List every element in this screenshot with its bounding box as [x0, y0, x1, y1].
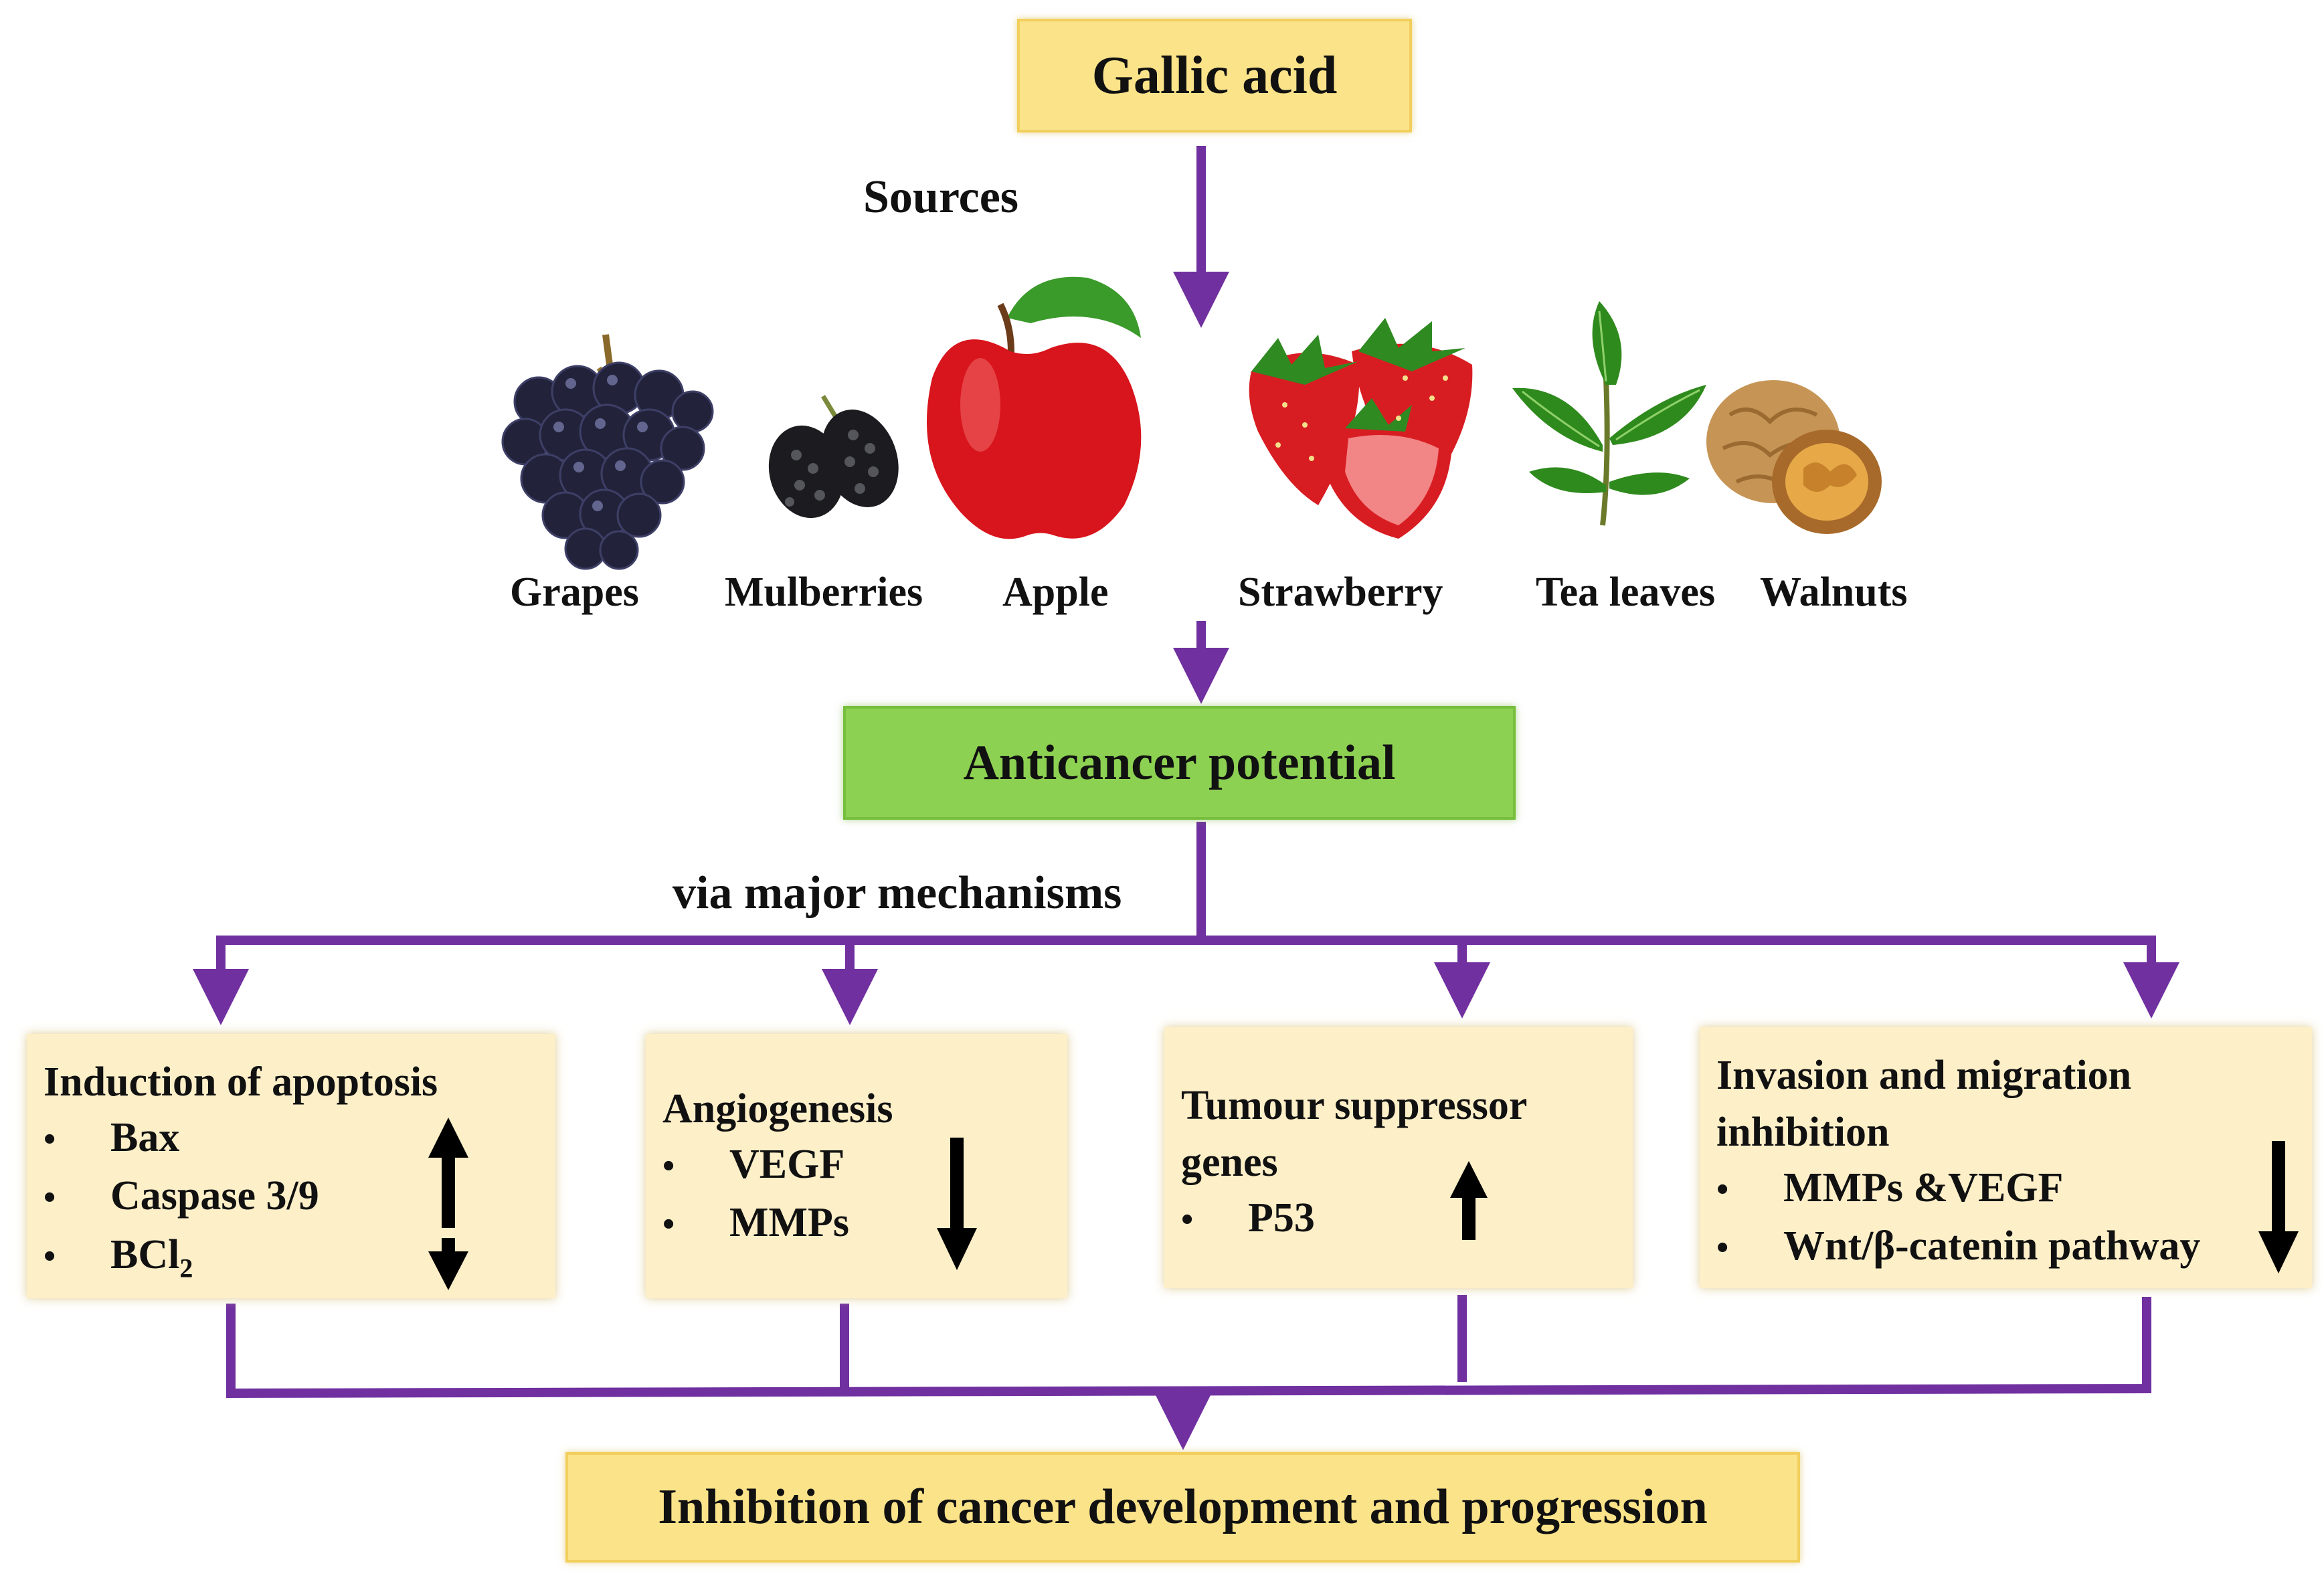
mechanism-angiogenesis-title: Angiogenesis — [662, 1086, 893, 1132]
mechanism-apoptosis-title: Induction of apoptosis — [43, 1059, 438, 1105]
source-label-apple: Apple — [1002, 569, 1109, 615]
mechanism-invasion-box: Invasion and migration inhibition • MMPs… — [1700, 1027, 2312, 1288]
angiogenesis-item-mmps: MMPs — [729, 1200, 850, 1245]
source-label-mulberries: Mulberries — [725, 569, 923, 615]
down-arrow-icon — [2258, 1141, 2299, 1273]
tea-leaves-icon — [1512, 301, 1706, 526]
tumour-item-p53: P53 — [1248, 1195, 1315, 1241]
angiogenesis-item-vegf: VEGF — [729, 1142, 845, 1187]
invasion-item-wnt: Wnt/β-catenin pathway — [1783, 1223, 2201, 1269]
up-down-arrow-icon — [428, 1118, 468, 1290]
bullet-icon: • — [662, 1205, 675, 1243]
mechanism-invasion-title-line2: inhibition — [1716, 1110, 1890, 1155]
source-label-strawberry: Strawberry — [1238, 569, 1443, 615]
up-arrow-icon — [1450, 1161, 1488, 1240]
mulberries-icon — [768, 395, 899, 519]
bullet-icon: • — [1181, 1201, 1194, 1239]
bullet-icon: • — [662, 1147, 675, 1185]
apoptosis-item-bcl2: BCl2 — [110, 1231, 193, 1283]
mechanism-tumour-title-line1: Tumour suppressor — [1181, 1083, 1528, 1128]
down-arrow-icon — [937, 1138, 977, 1270]
result-title: Inhibition of cancer development and pro… — [658, 1480, 1708, 1534]
via-mechanisms-label: via major mechanisms — [673, 867, 1122, 919]
source-label-walnuts: Walnuts — [1760, 569, 1908, 615]
bullet-icon: • — [43, 1178, 56, 1217]
apoptosis-item-caspase: Caspase 3/9 — [110, 1173, 319, 1219]
strawberry-icon — [1249, 318, 1473, 539]
result-box: Inhibition of cancer development and pro… — [565, 1452, 1800, 1563]
sources-heading: Sources — [863, 171, 1019, 223]
mechanism-angiogenesis-box: Angiogenesis • VEGF • MMPs — [646, 1034, 1067, 1298]
mechanism-apoptosis-box: Induction of apoptosis • Bax • Caspase 3… — [27, 1034, 555, 1298]
walnuts-icon — [1706, 380, 1882, 534]
mechanism-tumour-suppressor-box: Tumour suppressor genes • P53 — [1164, 1027, 1633, 1288]
gallic-acid-box: Gallic acid — [1017, 19, 1412, 132]
bullet-icon: • — [1716, 1170, 1729, 1209]
grapes-icon — [501, 334, 714, 570]
bullet-icon: • — [43, 1120, 56, 1158]
source-label-grapes: Grapes — [510, 569, 639, 615]
invasion-item-mmps-vegf: MMPs &VEGF — [1783, 1165, 2064, 1211]
bcl-subscript: 2 — [179, 1253, 193, 1283]
anticancer-potential-box: Anticancer potential — [843, 706, 1516, 820]
apple-icon — [927, 276, 1142, 539]
bullet-icon: • — [43, 1237, 56, 1275]
gallic-acid-title: Gallic acid — [1091, 46, 1338, 105]
anticancer-potential-title: Anticancer potential — [963, 735, 1396, 790]
branch-bar — [216, 936, 2156, 1009]
apoptosis-item-bax: Bax — [110, 1115, 180, 1160]
mechanism-invasion-title-line1: Invasion and migration — [1716, 1053, 2132, 1098]
mechanism-tumour-title-line2: genes — [1181, 1140, 1278, 1185]
bcl-text: BCl — [110, 1232, 180, 1277]
bullet-icon: • — [1716, 1229, 1729, 1267]
collect-bar — [226, 1297, 2151, 1399]
source-label-tea-leaves: Tea leaves — [1536, 569, 1716, 615]
